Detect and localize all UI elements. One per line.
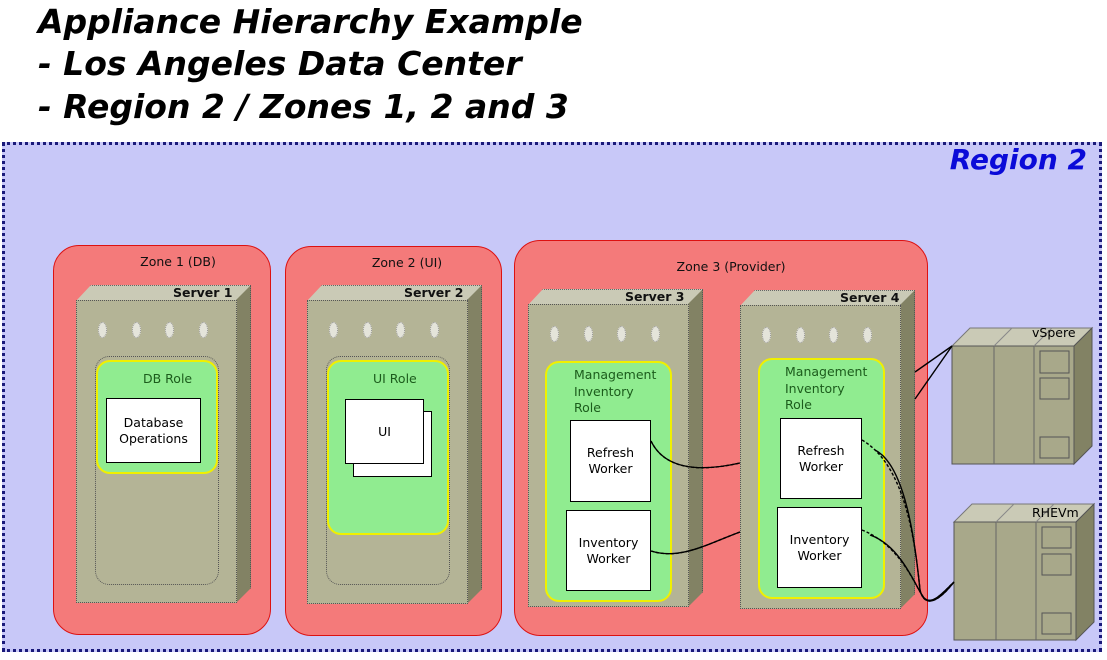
diagram-title-line-2: - Los Angeles Data Center — [38, 44, 522, 83]
server-4-vent — [829, 327, 838, 343]
server-1-side — [236, 285, 251, 603]
server-4-vent — [796, 327, 805, 343]
ui-role-label: UI Role — [373, 371, 417, 386]
server-3-vent — [584, 326, 593, 342]
server-1-vent — [165, 322, 174, 338]
zone-1-label: Zone 1 (DB) — [140, 254, 216, 269]
server-4-side — [900, 290, 915, 609]
server-3-vent — [651, 326, 660, 342]
server-3-side — [688, 289, 703, 607]
server-2-vent — [329, 322, 338, 338]
db-role-label: DB Role — [143, 371, 193, 386]
server-3-role-label: Management Inventory Role — [574, 367, 657, 415]
server-1-vent — [199, 322, 208, 338]
vspere-label: vSpere — [1032, 325, 1076, 340]
diagram-title-line-3: - Region 2 / Zones 1, 2 and 3 — [38, 87, 569, 126]
database-operations-box: Database Operations — [106, 398, 201, 463]
server-3-refresh-worker: Refresh Worker — [570, 420, 651, 502]
server-2-bay — [326, 356, 450, 585]
ui-box: UI — [345, 399, 424, 464]
server-3-inventory-worker: Inventory Worker — [566, 510, 651, 591]
server-1-label: Server 1 — [173, 285, 233, 300]
zone-2-label: Zone 2 (UI) — [371, 255, 443, 270]
server-2-vent — [363, 322, 372, 338]
server-3-label: Server 3 — [625, 289, 685, 304]
server-4-refresh-worker: Refresh Worker — [780, 418, 862, 499]
server-2-side — [467, 285, 482, 604]
server-2-vent — [430, 322, 439, 338]
server-4-role-label: Management Inventory Role — [785, 364, 868, 412]
zone-3-label: Zone 3 (Provider) — [676, 259, 786, 274]
server-3-vent — [550, 326, 559, 342]
server-4-inventory-worker: Inventory Worker — [777, 507, 862, 588]
server-1-vent — [132, 322, 141, 338]
server-4-vent — [762, 327, 771, 343]
server-2-label: Server 2 — [404, 285, 464, 300]
server-4-vent — [863, 327, 872, 343]
server-4-label: Server 4 — [840, 290, 900, 305]
region-label: Region 2 — [949, 143, 1087, 176]
server-1-bay — [95, 356, 219, 585]
rhevm-label: RHEVm — [1032, 505, 1079, 520]
server-1-vent — [98, 322, 107, 338]
server-3-vent — [617, 326, 626, 342]
server-2-vent — [396, 322, 405, 338]
diagram-title-line-1: Appliance Hierarchy Example — [38, 2, 583, 41]
